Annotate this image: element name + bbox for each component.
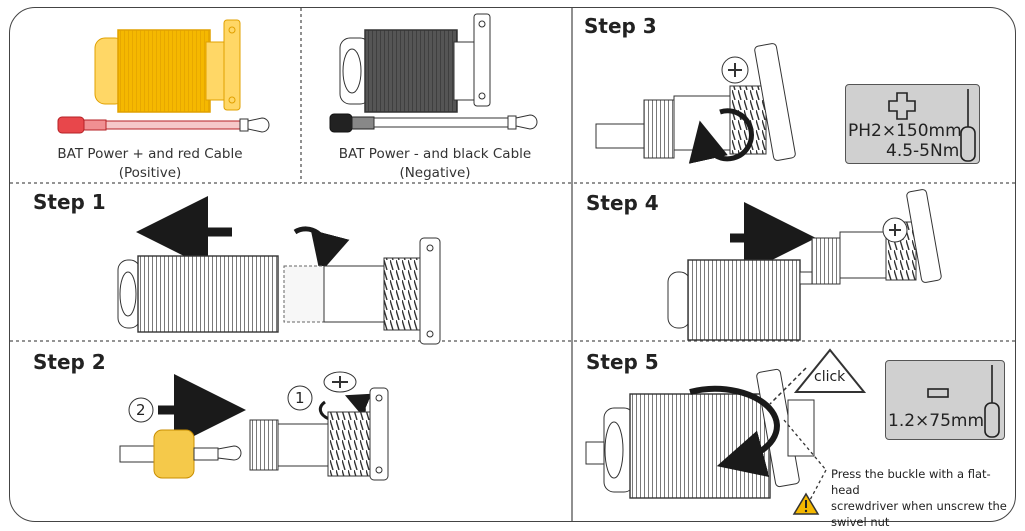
step2-marker-1: 1 — [295, 389, 305, 407]
negative-connector-illustration — [329, 13, 538, 133]
flat-screwdriver-icon — [927, 365, 1000, 438]
step3-illustration — [595, 43, 796, 164]
step2-illustration — [119, 371, 389, 481]
step3-tool-spec: PH2×150mm — [848, 121, 962, 141]
negative-cable-line2: (Negative) — [399, 165, 471, 181]
step5-note-line2: screwdriver when unscrew the — [831, 499, 1007, 513]
step3-tool-torque: 4.5-5Nm — [886, 141, 960, 161]
step4-illustration — [667, 189, 942, 341]
step5-tool-spec: 1.2×75mm — [888, 411, 985, 431]
phillips-screwdriver-icon — [888, 89, 976, 162]
step3-title: Step 3 — [584, 14, 657, 38]
click-label: click — [814, 369, 846, 385]
negative-cable-caption: BAT Power - and black Cable (Negative) — [315, 145, 555, 183]
negative-cable-line1: BAT Power - and black Cable — [338, 146, 532, 162]
step5-note: Press the buckle with a flat-head screwd… — [831, 466, 1011, 530]
step5-title: Step 5 — [586, 350, 659, 374]
positive-cable-line2: (Positive) — [118, 165, 182, 181]
step5-note-line3: swivel nut — [831, 515, 890, 529]
grid-dividers — [10, 8, 1015, 521]
step2-title: Step 2 — [33, 350, 106, 374]
step5-tool-panel: 1.2×75mm — [885, 360, 1005, 440]
step5-note-line1: Press the buckle with a flat-head — [831, 467, 991, 497]
positive-connector-illustration — [57, 19, 270, 134]
step4-title: Step 4 — [586, 191, 659, 215]
instruction-frame — [9, 7, 1016, 522]
step5-illustration — [585, 348, 867, 501]
step3-tool-panel: PH2×150mm 4.5-5Nm — [845, 84, 980, 164]
step2-marker-2: 2 — [136, 401, 146, 419]
positive-cable-line1: BAT Power + and red Cable — [57, 146, 243, 162]
step1-illustration — [117, 196, 441, 345]
warning-triangle-icon — [792, 492, 820, 515]
positive-cable-caption: BAT Power + and red Cable (Positive) — [40, 145, 260, 183]
step1-title: Step 1 — [33, 190, 106, 214]
